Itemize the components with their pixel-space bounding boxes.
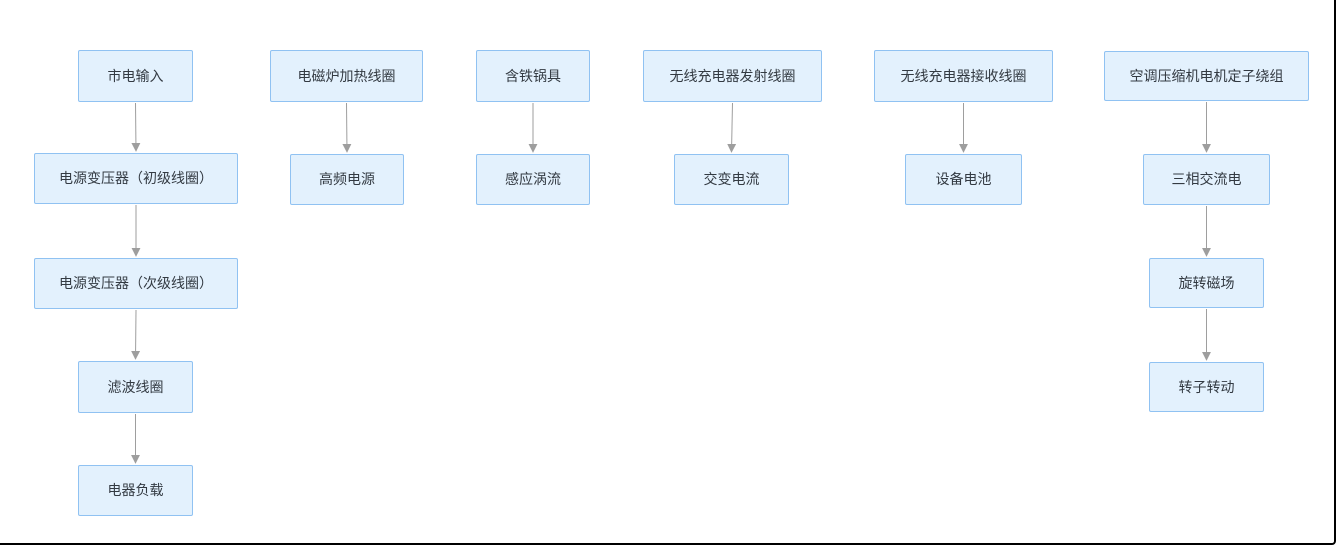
flow-node-household-power-4[interactable]: 电器负载 — [78, 465, 193, 516]
flow-node-label: 电源变压器（次级线圈） — [59, 275, 213, 292]
flow-node-ac-compressor-motor-0[interactable]: 空调压缩机电机定子绕组 — [1104, 51, 1309, 101]
flow-connector-induction-cooker-0-to-1[interactable] — [342, 102, 352, 153]
flow-node-label: 设备电池 — [935, 171, 992, 188]
flow-node-iron-pot-0[interactable]: 含铁锅具 — [476, 50, 590, 102]
flow-node-iron-pot-1[interactable]: 感应涡流 — [476, 154, 590, 205]
flow-node-label: 转子转动 — [1178, 378, 1235, 395]
flow-node-household-power-0[interactable]: 市电输入 — [78, 50, 193, 102]
flow-node-household-power-2[interactable]: 电源变压器（次级线圈） — [34, 258, 238, 309]
flow-node-wireless-charger-receive-0[interactable]: 无线充电器接收线圈 — [874, 50, 1053, 102]
flow-node-wireless-charger-transmit-1[interactable]: 交变电流 — [674, 154, 789, 205]
flow-node-wireless-charger-receive-1[interactable]: 设备电池 — [905, 154, 1022, 205]
flow-node-induction-cooker-1[interactable]: 高频电源 — [290, 154, 404, 205]
flow-node-wireless-charger-transmit-0[interactable]: 无线充电器发射线圈 — [643, 50, 822, 102]
flow-node-household-power-3[interactable]: 滤波线圈 — [78, 361, 193, 413]
flow-node-label: 交变电流 — [703, 171, 760, 188]
flow-node-ac-compressor-motor-2[interactable]: 旋转磁场 — [1149, 258, 1264, 308]
flow-node-label: 无线充电器接收线圈 — [900, 67, 1027, 84]
flow-node-label: 空调压缩机电机定子绕组 — [1129, 67, 1284, 84]
flow-node-label: 三相交流电 — [1171, 171, 1242, 188]
flow-node-label: 旋转磁场 — [1178, 274, 1235, 291]
flow-node-label: 电器负载 — [107, 482, 164, 499]
flow-node-label: 市电输入 — [107, 67, 164, 84]
flow-connector-household-power-2-to-3[interactable] — [131, 309, 141, 360]
flow-node-label: 电磁炉加热线圈 — [297, 67, 396, 84]
flow-node-label: 感应涡流 — [505, 171, 561, 188]
flow-node-ac-compressor-motor-3[interactable]: 转子转动 — [1149, 362, 1264, 412]
flow-node-label: 滤波线圈 — [107, 378, 164, 395]
flow-node-household-power-1[interactable]: 电源变压器（初级线圈） — [34, 153, 238, 204]
flow-connector-household-power-0-to-1[interactable] — [131, 102, 141, 152]
flow-connector-wireless-charger-transmit-0-to-1[interactable] — [727, 102, 737, 153]
flow-node-label: 无线充电器发射线圈 — [669, 67, 796, 84]
flow-node-ac-compressor-motor-1[interactable]: 三相交流电 — [1143, 154, 1270, 205]
flow-node-label: 高频电源 — [319, 171, 375, 188]
flow-node-label: 含铁锅具 — [505, 67, 561, 84]
flow-node-induction-cooker-0[interactable]: 电磁炉加热线圈 — [270, 50, 423, 102]
flow-node-label: 电源变压器（初级线圈） — [59, 170, 213, 187]
